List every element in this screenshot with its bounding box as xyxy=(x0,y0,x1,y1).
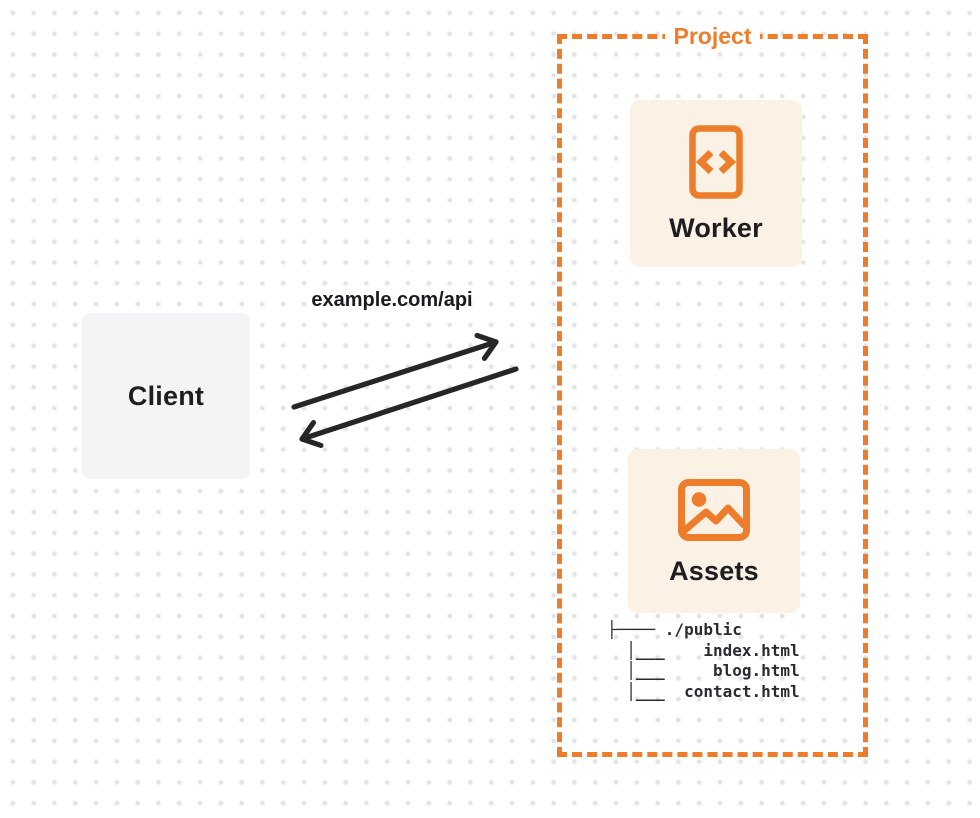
worker-node: Worker xyxy=(630,100,802,267)
project-boundary: Project xyxy=(557,22,868,757)
client-node-label: Client xyxy=(127,380,205,411)
assets-node: Assets xyxy=(628,449,800,613)
project-label: Project xyxy=(664,22,761,51)
worker-node-label: Worker xyxy=(669,213,763,243)
client-node: Client xyxy=(82,313,250,479)
request-arrow xyxy=(291,332,499,410)
assets-node-label: Assets xyxy=(669,556,759,586)
file-tree: ├──── ./public │___ index.html │___ blog… xyxy=(607,620,800,701)
response-arrow xyxy=(299,366,519,449)
image-icon xyxy=(678,479,750,541)
code-document-icon xyxy=(689,125,743,199)
request-url-label: example.com/api xyxy=(311,289,473,311)
